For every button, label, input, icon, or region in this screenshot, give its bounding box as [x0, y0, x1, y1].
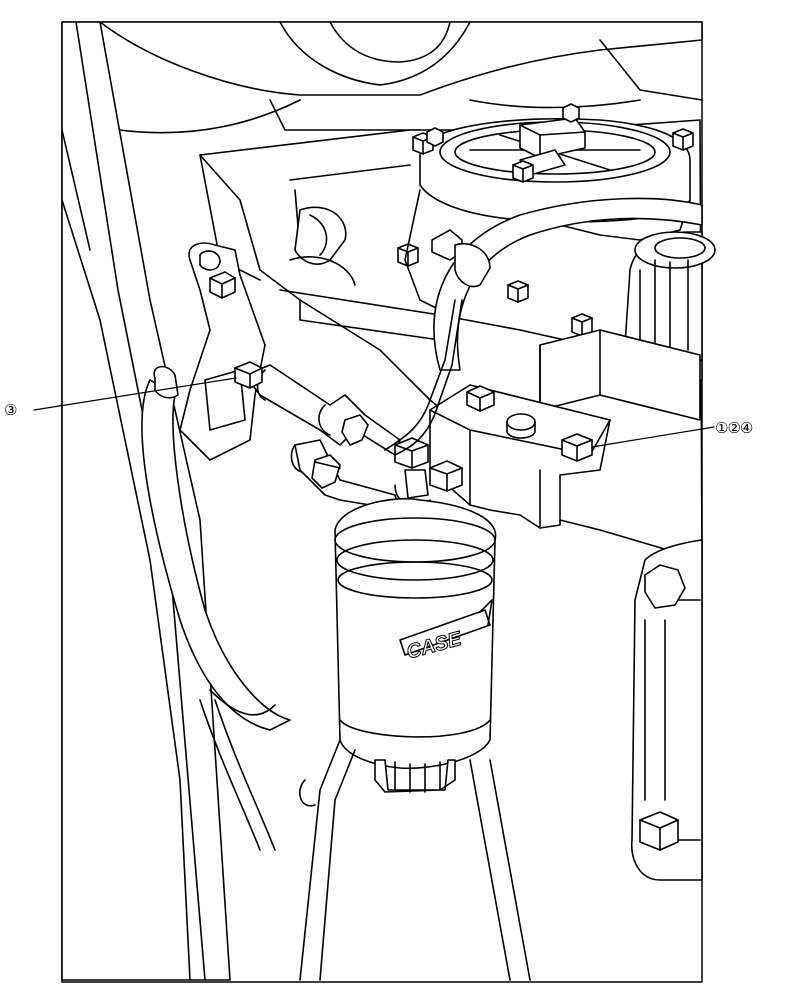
callout-3-leader	[33, 377, 237, 411]
fuel-filter-canister	[334, 497, 497, 793]
bolt	[507, 280, 529, 303]
lifting-bracket	[179, 242, 266, 461]
left-frame-rail	[61, 21, 231, 981]
upper-hose	[433, 197, 703, 371]
bolt	[426, 127, 444, 147]
callout-3-label: ③	[4, 401, 17, 419]
lower-frame	[299, 739, 531, 981]
filter-head-bracket	[429, 384, 611, 529]
right-bracket	[631, 539, 703, 881]
bolt	[562, 103, 580, 123]
bleed-fitting	[234, 361, 263, 389]
wire-clip	[289, 206, 356, 286]
callout-124-leader	[591, 426, 715, 448]
callout-124-label: ①②④	[715, 419, 753, 437]
bolt	[672, 128, 694, 151]
bolt	[512, 160, 534, 183]
fuel-line	[234, 299, 463, 511]
cylinder-head-rail	[539, 329, 701, 421]
top-shroud	[99, 21, 703, 134]
left-hose-loop	[141, 365, 291, 851]
cover-bolts	[397, 103, 694, 337]
